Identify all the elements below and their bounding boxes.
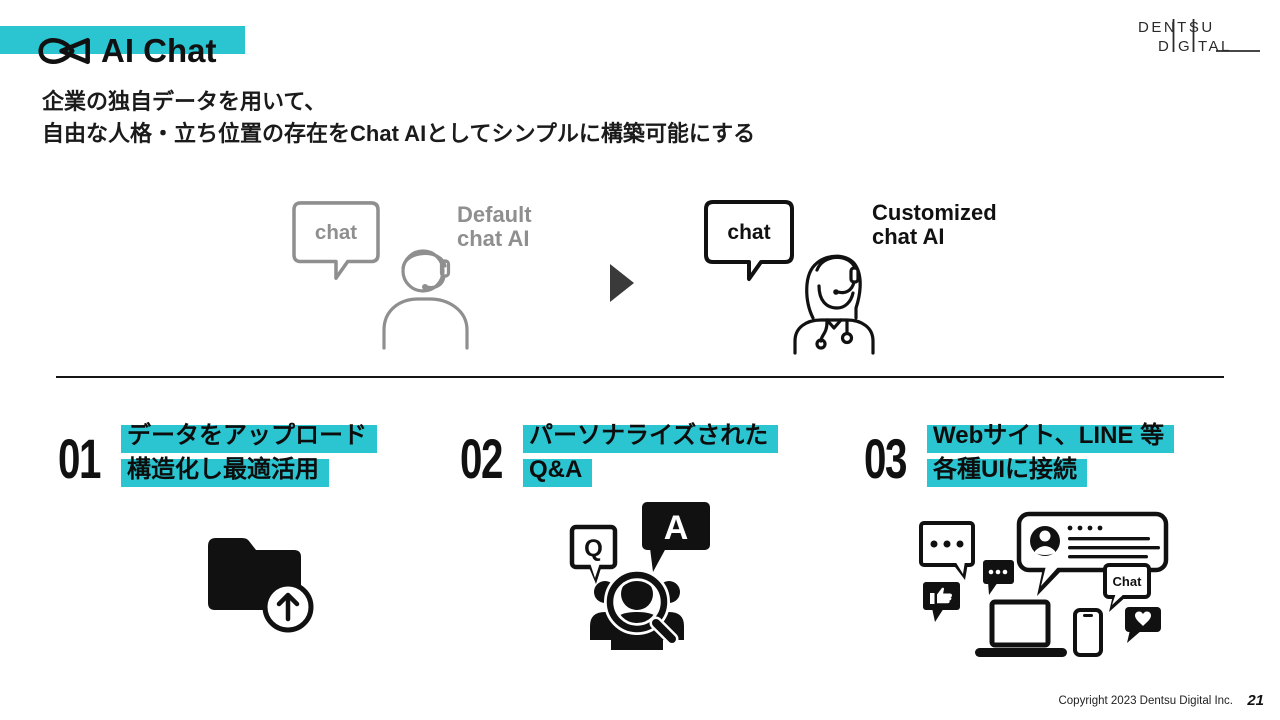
svg-text:Q: Q [584,535,603,562]
default-chat-bubble-icon: chat [292,201,380,280]
headset-agent-icon [382,249,469,350]
step-title-line: データをアップロード [121,420,377,453]
default-chat-ai-label: Default chat AI [457,202,532,251]
subtitle-line-2: 自由な人格・立ち位置の存在をChat AIとしてシンプルに構築可能にする [42,121,756,146]
step-item-01: 01 データをアップロード 構造化し最適活用 [58,420,377,488]
svg-text:A: A [664,509,689,547]
svg-text:TAL: TAL [1198,38,1232,55]
qa-people-icon: Q A [569,502,710,650]
multichannel-ui-icon: Chat [919,511,1169,657]
svg-text:Chat: Chat [1113,574,1143,589]
section-divider [56,376,1224,378]
page-title-text: AI Chat [101,32,217,69]
step-number: 03 [864,427,907,490]
customized-chat-bubble-icon: chat [704,200,794,281]
svg-text:D: D [1158,38,1171,55]
subtitle-line-1: 企業の独自データを用いて、 [42,89,327,114]
step-item-03: 03 Webサイト、LINE 等 各種UIに接続 [864,420,1175,490]
page-number: 21 [1247,692,1264,709]
infinity-ai-logo-icon [38,37,90,65]
step-item-02: 02 パーソナライズされた Q&A [460,420,779,490]
dentsu-digital-logo: DENTSU D G TAL [1138,19,1260,55]
step-title-line: 構造化し最適活用 [121,454,329,487]
svg-text:DENTSU: DENTSU [1138,19,1215,36]
page-title: AI Chat [38,33,217,69]
svg-text:G: G [1178,38,1192,55]
customized-chat-ai-label: Customized chat AI [872,200,997,249]
doctor-agent-icon [793,254,875,355]
step-number: 02 [460,427,503,490]
upload-folder-icon [208,538,314,633]
step-title-line: Q&A [523,454,593,487]
slide-subtitle: 企業の独自データを用いて、 自由な人格・立ち位置の存在をChat AIとしてシン… [42,86,755,150]
svg-text:chat: chat [315,221,357,244]
arrow-right-icon [610,264,634,302]
step-title-line: Webサイト、LINE 等 [927,420,1175,453]
step-title-line: パーソナライズされた [523,420,779,453]
step-title-line: 各種UIに接続 [927,454,1087,487]
copyright-text: Copyright 2023 Dentsu Digital Inc. [1058,695,1233,707]
svg-text:chat: chat [727,221,770,244]
step-number: 01 [58,427,101,490]
